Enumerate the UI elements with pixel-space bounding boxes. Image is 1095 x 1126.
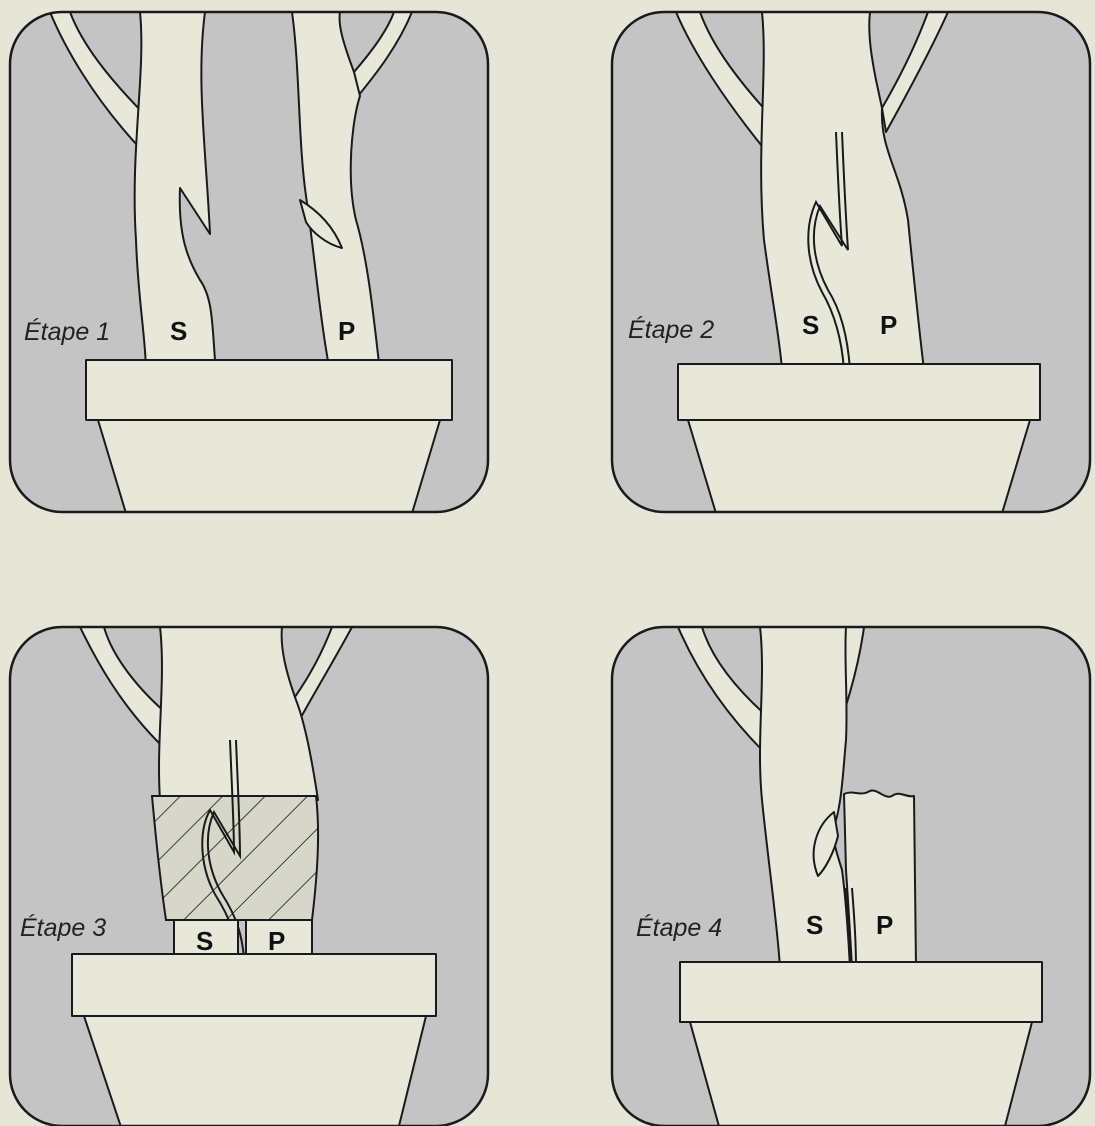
stock-label: S	[802, 310, 819, 340]
step-label: Étape 3	[20, 913, 106, 942]
scion-label: P	[338, 316, 355, 346]
scion-label: P	[876, 910, 893, 940]
pot-body	[688, 420, 1030, 520]
step-label: Étape 4	[636, 913, 722, 942]
stock-label: S	[196, 926, 213, 956]
step-label: Étape 1	[24, 317, 110, 346]
pot-body	[98, 420, 440, 520]
grafting-tape-wrap	[152, 796, 318, 920]
pot-rim	[678, 364, 1040, 420]
pot-rim	[86, 360, 452, 420]
step-label: Étape 2	[628, 315, 714, 344]
panel-step-4: Étape 4 S P	[612, 627, 1090, 1126]
panel-step-1: Étape 1 S P	[10, 12, 488, 520]
pot-body	[690, 1022, 1032, 1126]
pot-body	[84, 1016, 426, 1126]
pot-rim	[680, 962, 1042, 1022]
panel-step-2: Étape 2 S P	[612, 12, 1090, 520]
stock-label: S	[170, 316, 187, 346]
pot-rim	[72, 954, 436, 1016]
scion-label: P	[268, 926, 285, 956]
panel-step-3: Étape 3 S P	[10, 627, 488, 1126]
scion-label: P	[880, 310, 897, 340]
stock-label: S	[806, 910, 823, 940]
